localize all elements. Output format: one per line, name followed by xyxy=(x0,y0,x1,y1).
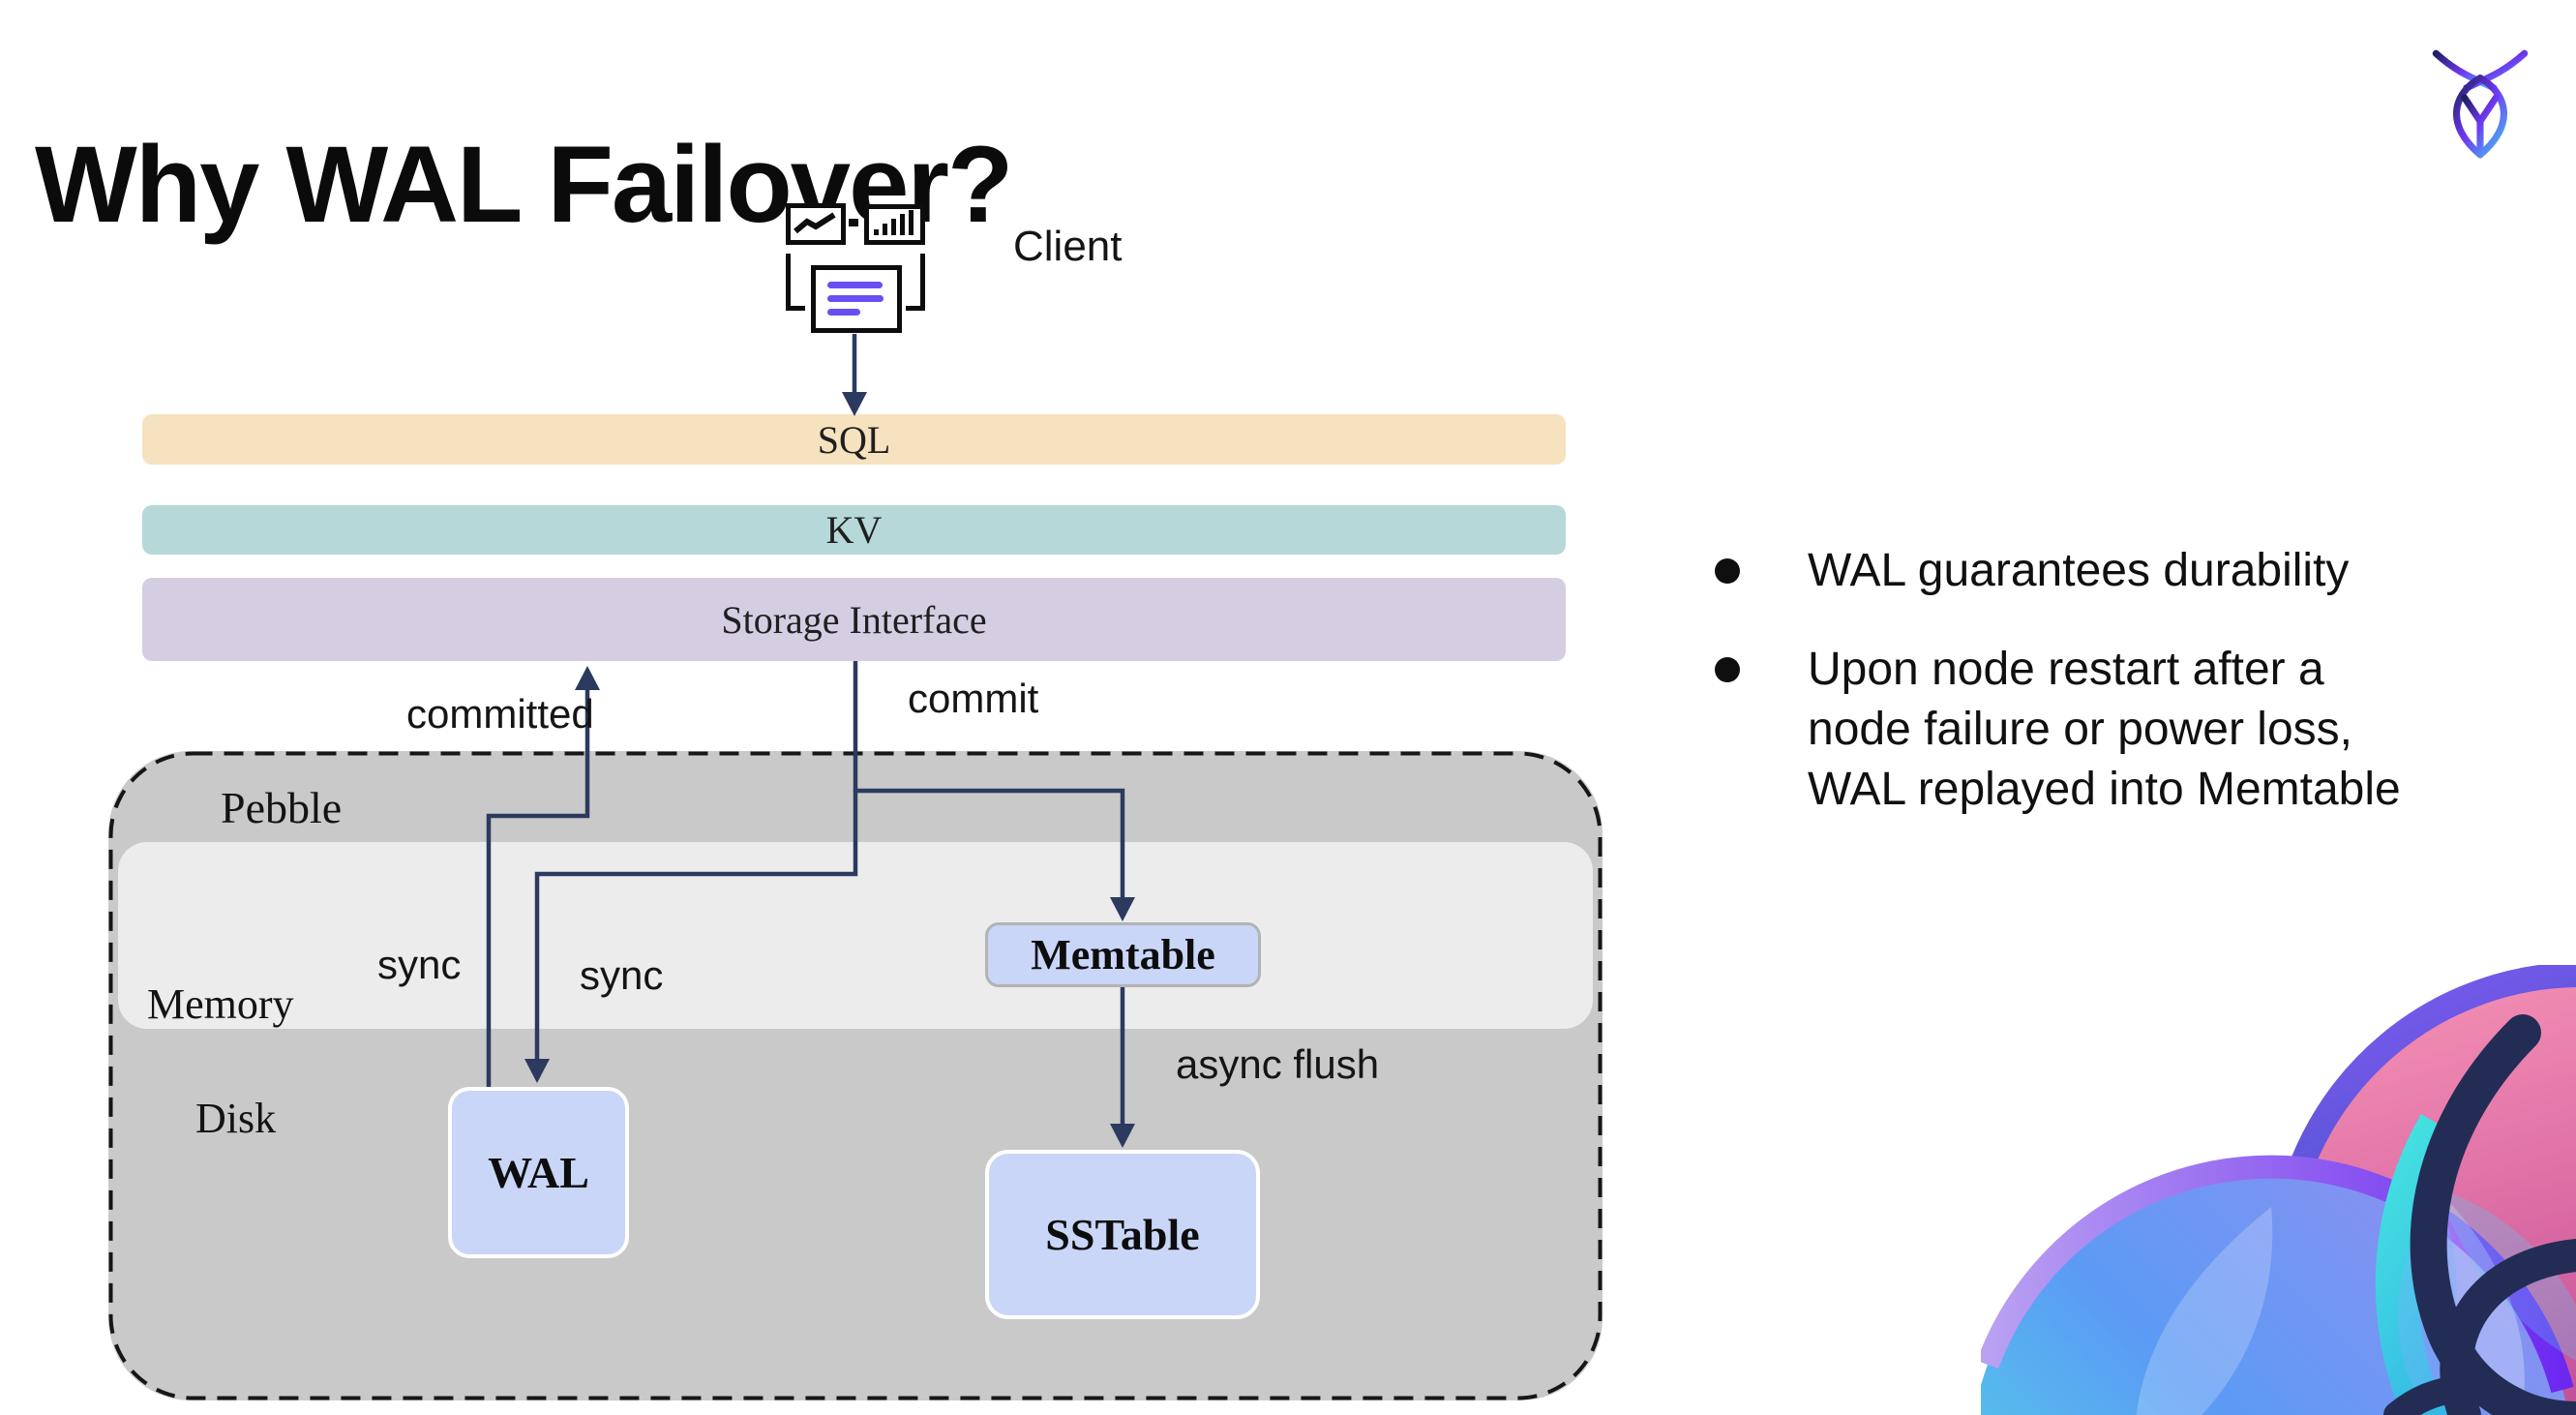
pebble-label: Pebble xyxy=(221,783,343,832)
node-memtable-label: Memtable xyxy=(1031,931,1215,978)
edge-label-sync-right: sync xyxy=(580,952,664,998)
bullet-list: WAL guarantees durability Upon node rest… xyxy=(1715,541,2460,858)
layer-storage-label: Storage Interface xyxy=(721,597,987,642)
memory-band xyxy=(118,842,1593,1029)
client-barchart-icon xyxy=(864,204,925,245)
arrowhead-client xyxy=(842,392,867,416)
node-sstable-label: SSTable xyxy=(1045,1210,1200,1259)
edge-label-commit: commit xyxy=(908,676,1039,721)
edge-label-committed: committed xyxy=(406,691,594,737)
node-wal: WAL xyxy=(448,1087,629,1258)
bullet-text: WAL guarantees durability xyxy=(1808,545,2350,596)
layer-sql: SQL xyxy=(142,414,1566,465)
client-dash-icon xyxy=(849,219,858,226)
arrowhead-committed xyxy=(575,666,600,690)
bullet-dot-icon xyxy=(1715,657,1740,682)
client-bracket-right-icon xyxy=(906,254,925,311)
layer-kv: KV xyxy=(142,505,1566,555)
disk-label: Disk xyxy=(195,1095,277,1142)
client-bracket-left-icon xyxy=(786,254,805,311)
edge-label-async-flush: async flush xyxy=(1176,1041,1380,1087)
client-document-icon xyxy=(811,265,902,333)
edge-label-sync-left: sync xyxy=(377,942,462,987)
node-sstable: SSTable xyxy=(985,1150,1260,1319)
node-wal-label: WAL xyxy=(488,1148,589,1197)
layer-kv-label: KV xyxy=(825,508,883,552)
list-item: WAL guarantees durability xyxy=(1715,541,2460,601)
list-item: Upon node restart after a node failure o… xyxy=(1715,640,2460,820)
cockroachdb-logo-icon xyxy=(2432,49,2529,159)
brand-art-graphic xyxy=(1981,965,2576,1415)
client-linechart-icon xyxy=(786,203,846,245)
node-memtable: Memtable xyxy=(985,922,1261,987)
bullet-dot-icon xyxy=(1715,558,1740,584)
client-label: Client xyxy=(1013,223,1123,270)
bullet-text: Upon node restart after a node failure o… xyxy=(1808,644,2401,815)
layer-storage-interface: Storage Interface xyxy=(142,578,1566,661)
layer-sql-label: SQL xyxy=(817,417,891,462)
memory-label: Memory xyxy=(147,980,294,1028)
